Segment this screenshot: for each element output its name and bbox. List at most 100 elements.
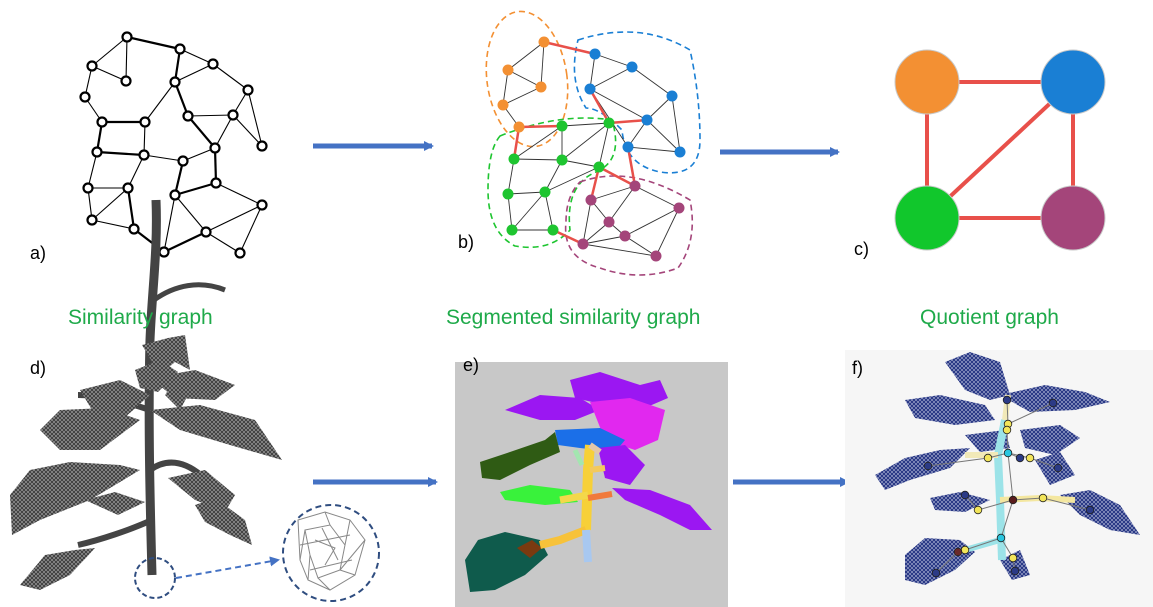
leaf — [150, 405, 282, 460]
inter-cluster-edge — [598, 165, 636, 188]
graph-edge — [507, 158, 515, 195]
quotient-node — [960, 545, 970, 555]
cluster-boundary-green — [487, 117, 617, 249]
quotient-edge — [1000, 499, 1014, 539]
graph-node — [584, 83, 596, 95]
similarity-graph — [79, 31, 268, 259]
quotient-graph-on-plant — [845, 350, 1153, 607]
graph-node — [120, 75, 132, 87]
graph-node — [256, 199, 268, 211]
quotient-graph — [894, 49, 1106, 251]
graph-edge — [91, 65, 127, 82]
graph-node — [603, 117, 615, 129]
quotient-node — [960, 490, 970, 500]
graph-edge — [187, 114, 234, 117]
quotient-node-green — [894, 185, 960, 251]
panel-label-d: d) — [30, 358, 47, 378]
graph-node — [506, 224, 518, 236]
graph-edge — [594, 53, 633, 68]
graph-edge — [544, 191, 554, 231]
graph-node — [508, 153, 520, 165]
graph-edge — [589, 88, 648, 121]
segment-stem — [581, 444, 595, 531]
graph-edge — [627, 119, 648, 148]
quotient-edge — [927, 457, 989, 467]
stem-skeleton — [993, 419, 1009, 561]
quotient-edge — [1007, 452, 1014, 501]
graph-edge — [163, 231, 207, 253]
segment-stem — [587, 491, 613, 501]
graph-node — [158, 246, 170, 258]
leaf — [1000, 385, 1110, 412]
inter-cluster-edge — [589, 166, 601, 201]
graph-node — [547, 224, 559, 236]
segment-leaf — [598, 445, 645, 485]
segment-leaf — [500, 485, 578, 505]
graph-node — [622, 141, 634, 153]
graph-node — [234, 247, 246, 259]
graph-node — [674, 146, 686, 158]
graph-edge — [205, 204, 263, 233]
caption-quotient-graph: Quotient graph — [920, 306, 1059, 329]
graph-node — [256, 140, 268, 152]
graph-edge — [582, 243, 657, 257]
graph-node — [577, 238, 589, 250]
graph-edge — [126, 35, 181, 51]
graph-edge — [173, 160, 185, 196]
inter-cluster-edge — [543, 40, 596, 56]
panel-label-a: a) — [30, 243, 47, 263]
graph-edge — [582, 235, 626, 245]
graph-edge — [540, 41, 545, 88]
leaf — [1020, 425, 1080, 455]
quotient-node — [1008, 495, 1018, 505]
graph-edge — [91, 187, 129, 221]
panel-label-e: e) — [463, 355, 480, 375]
panel-label-c: c) — [854, 239, 869, 259]
quotient-edge — [1042, 497, 1091, 511]
quotient-node — [1025, 453, 1035, 463]
graph-node — [513, 121, 525, 133]
graph-edge — [582, 221, 610, 245]
graph-node — [589, 48, 601, 60]
segment-leaf — [555, 428, 625, 452]
graph-edge — [507, 69, 542, 88]
zoom-region-circle — [134, 557, 176, 599]
graph-node — [82, 182, 94, 194]
graph-node — [200, 226, 212, 238]
cluster-boundary-blue — [573, 31, 701, 174]
graph-edge — [671, 95, 681, 153]
segment-stem — [589, 465, 606, 473]
graph-edge — [182, 147, 216, 162]
graph-edge — [507, 191, 546, 195]
segment-stem — [582, 529, 592, 563]
graph-node — [86, 214, 98, 226]
graph-edge — [91, 36, 128, 67]
graph-edge — [513, 125, 563, 160]
segment-stem — [588, 442, 602, 455]
segment-stem — [572, 448, 585, 467]
segmented-plant-view — [455, 362, 728, 607]
graph-edge — [590, 185, 636, 201]
graph-edge — [174, 194, 207, 233]
graph-node — [585, 194, 597, 206]
segment-leaf — [505, 395, 600, 420]
graph-edge — [631, 66, 673, 97]
graph-edge — [173, 81, 190, 117]
graph-node — [169, 76, 181, 88]
graph-edge — [214, 114, 234, 149]
segment-leaf — [517, 540, 542, 558]
graph-edge — [544, 159, 563, 193]
quotient-node — [1002, 425, 1012, 435]
leaf — [10, 462, 140, 535]
graph-node — [603, 216, 615, 228]
graph-node — [535, 81, 547, 93]
graph-edge — [213, 147, 218, 184]
graph-node — [177, 155, 189, 167]
graph-node — [79, 91, 91, 103]
zoom-inset-circle — [282, 504, 380, 602]
graph-node — [556, 154, 568, 166]
leaf — [85, 492, 145, 515]
inter-cluster-edge — [552, 228, 584, 246]
graph-edge — [187, 115, 216, 149]
graph-edge — [96, 150, 145, 157]
